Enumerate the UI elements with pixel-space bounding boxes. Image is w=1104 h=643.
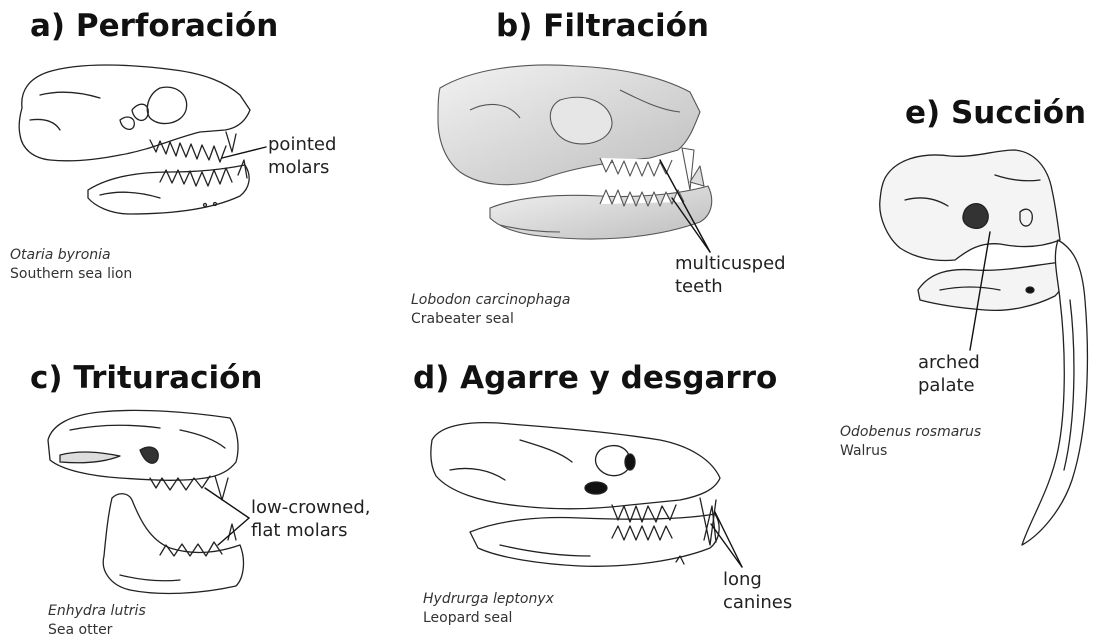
label-arched-palate-line1: arched [918, 352, 980, 374]
scientific-name-e: Odobenus rosmarus [840, 424, 981, 441]
label-arched-palate-line2: palate [918, 375, 975, 397]
common-name-e: Walrus [840, 443, 887, 460]
